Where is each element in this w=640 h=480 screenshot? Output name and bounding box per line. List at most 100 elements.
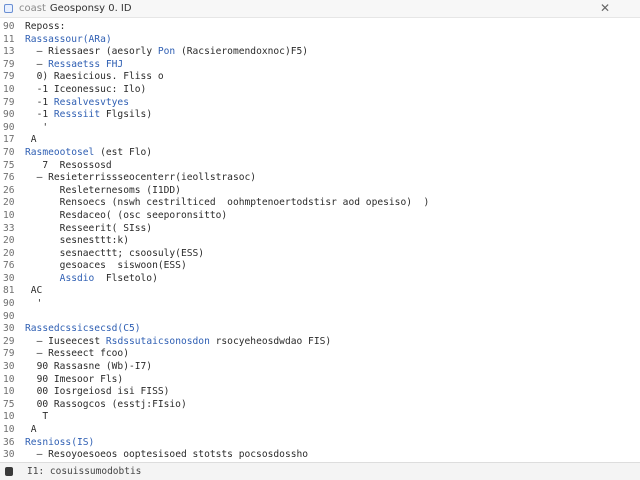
line-indent: [25, 348, 37, 359]
code-keyword: Resalvesvtyes: [53, 96, 129, 108]
code-line[interactable]: 33 Resseerit( SIss): [0, 223, 640, 236]
code-text: Riessaesr (aesorly: [48, 46, 158, 58]
line-content: Rassassour(ARa): [25, 34, 640, 47]
line-number: 33: [3, 222, 15, 234]
code-line[interactable]: 90 ': [0, 122, 640, 135]
code-text: ': [36, 121, 49, 133]
line-indent: [25, 122, 37, 133]
code-line[interactable]: 90 -1 Resssiit Flgsils): [0, 109, 640, 122]
line-content: [25, 311, 640, 324]
code-line[interactable]: 20 sesnesttt:k): [0, 235, 640, 248]
code-text: —: [36, 348, 49, 360]
line-content: — Ressaetss FHJ: [25, 59, 640, 72]
line-indent: [25, 386, 37, 397]
line-number: 79: [3, 58, 15, 70]
line-content: Rassedcssicsecsd(C5): [25, 323, 640, 336]
code-keyword: Rasmeootosel: [25, 146, 95, 158]
code-keyword: Rsdssutaicsonosdon: [105, 335, 210, 347]
line-number: 10: [3, 209, 15, 221]
line-number: 90: [3, 121, 15, 133]
code-line[interactable]: 10 T: [0, 411, 640, 424]
code-text: Imesoor Fls): [53, 373, 124, 385]
close-icon[interactable]: ✕: [599, 1, 611, 15]
line-number: 13: [3, 46, 15, 58]
code-line[interactable]: 26 Resleternesoms (I1DD): [0, 185, 640, 198]
code-line[interactable]: 10 90 Imesoor Fls): [0, 374, 640, 387]
line-number: 10: [3, 424, 15, 435]
line-number: 30: [3, 361, 15, 373]
code-line[interactable]: 10 Resdaceo( (osc seeporonsitto): [0, 210, 640, 223]
code-line[interactable]: 81 AC: [0, 285, 640, 298]
code-line[interactable]: 75 7 Resossosd: [0, 160, 640, 173]
code-text: —: [36, 449, 49, 459]
line-content: — Riessaesr (aesorly Pon (Racsieromendox…: [25, 46, 640, 59]
code-text: Resseect fcoo): [48, 348, 129, 360]
code-line[interactable]: 75 00 Rassogcos (esstj:FIsio): [0, 399, 640, 412]
title-prefix: coast: [19, 3, 46, 14]
status-icon: [5, 467, 13, 476]
code-text: 00: [36, 386, 54, 398]
code-text: -1: [36, 109, 54, 121]
line-content: T: [25, 411, 640, 424]
code-line[interactable]: 30 — Resoyoesoeos ooptesisoed stotsts po…: [0, 449, 640, 459]
line-number: 90: [3, 310, 15, 322]
code-line[interactable]: 76 — Resieterrissseocenterr(ieollstrasoc…: [0, 172, 640, 185]
code-text: —: [36, 172, 49, 184]
code-line[interactable]: 90 ': [0, 298, 640, 311]
code-text: (Racsieromendoxnoc)F5): [175, 46, 309, 58]
code-line[interactable]: 36 Resnioss(IS): [0, 437, 640, 450]
code-line[interactable]: 20 sesnaecttt; csoosuly(ESS): [0, 248, 640, 261]
status-text: I1: cosuissumodobtis: [27, 466, 142, 477]
code-text: gesoaces siswoon(ESS): [36, 260, 187, 272]
code-keyword: Rassassour(ARa): [25, 33, 112, 45]
line-indent: [25, 84, 37, 95]
code-line[interactable]: 29 — Iuseecest Rsdssutaicsonosdon rsocye…: [0, 336, 640, 349]
app-icon: [4, 4, 13, 13]
code-line[interactable]: 10 A: [0, 424, 640, 437]
code-line[interactable]: 30 90 Rassasne (Wb)-I7): [0, 361, 640, 374]
code-text: Rassogcos (esstj:FIsio): [53, 398, 187, 410]
line-content: Assdio Flsetolo): [25, 273, 640, 286]
line-number: 20: [3, 197, 15, 209]
line-content: — Resoyoesoeos ooptesisoed stotsts pocso…: [25, 449, 640, 459]
line-number: 36: [3, 436, 15, 448]
line-number: 30: [3, 323, 15, 335]
code-line[interactable]: 79 — Ressaetss FHJ: [0, 59, 640, 72]
code-line[interactable]: 79 — Resseect fcoo): [0, 348, 640, 361]
line-indent: [25, 361, 37, 372]
line-number: 10: [3, 411, 15, 423]
code-line[interactable]: 76 gesoaces siswoon(ESS): [0, 260, 640, 273]
code-line[interactable]: 79 -1 Resalvesvtyes: [0, 97, 640, 110]
code-line[interactable]: 30 Rassedcssicsecsd(C5): [0, 323, 640, 336]
line-content: 0) Raesicious. Fliss o: [25, 71, 640, 84]
line-indent: [25, 273, 37, 284]
code-line[interactable]: 90: [0, 311, 640, 324]
code-line[interactable]: 17 A: [0, 134, 640, 147]
line-number: 79: [3, 96, 15, 108]
line-content: sesnesttt:k): [25, 235, 640, 248]
code-line[interactable]: 20 Rensoecs (nswh cestrilticed oohmpteno…: [0, 197, 640, 210]
line-content: Reposs:: [25, 21, 640, 34]
line-content: Resnioss(IS): [25, 437, 640, 450]
code-line[interactable]: 10 00 Iosrgeiosd isi FISS): [0, 386, 640, 399]
code-keyword: Ressaetss FHJ: [48, 58, 124, 70]
line-content: — Resieterrissseocenterr(ieollstrasoc): [25, 172, 640, 185]
line-content: A: [25, 424, 640, 437]
code-line[interactable]: 79 0) Raesicious. Fliss o: [0, 71, 640, 84]
code-text: 7 Resossosd: [36, 159, 112, 171]
code-text: ': [25, 298, 43, 310]
line-content: 00 Rassogcos (esstj:FIsio): [25, 399, 640, 412]
line-indent: [25, 449, 37, 459]
line-content: Resleternesoms (I1DD): [25, 185, 640, 198]
code-text: A: [25, 424, 37, 435]
line-content: gesoaces siswoon(ESS): [25, 260, 640, 273]
code-line[interactable]: 10 -1 Iceonessuc: Ilo): [0, 84, 640, 97]
line-number: 10: [3, 83, 15, 95]
code-text: T: [36, 411, 49, 423]
code-line[interactable]: 30 Assdio Flsetolo): [0, 273, 640, 286]
code-line[interactable]: 13 — Riessaesr (aesorly Pon (Racsieromen…: [0, 46, 640, 59]
